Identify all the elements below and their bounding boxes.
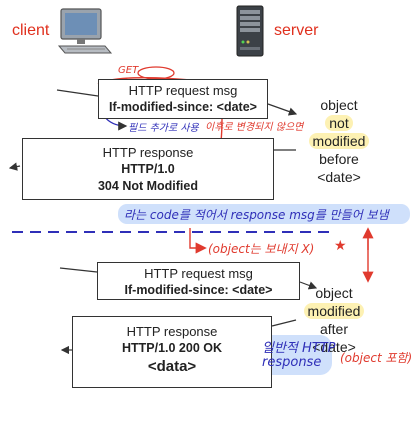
request-line-2: HTTP request msg [144,266,253,281]
client-computer-icon [57,8,113,54]
response-title-2: HTTP response [126,324,218,339]
response-title-1: HTTP response [102,145,194,160]
annotation-field-added: 필드 추가로 사용 [128,123,199,134]
side-text-top: object not modified before <date> [297,96,381,186]
annotation-normal-line2: response [262,355,322,370]
annotation-get: GET [118,65,139,76]
data-payload: <data> [147,358,197,375]
status-304: 304 Not Modified [97,179,198,193]
if-modified-since-2: If-modified-since: <date> [124,283,273,297]
if-modified-since-1: If-modified-since: <date> [109,100,257,114]
client-label: client [12,22,50,39]
side-text-bottom: object modified after <date> [292,284,376,356]
side-bottom-2: after [319,321,348,337]
side-top-0: object [320,97,358,113]
highlight-normal-response [256,335,332,375]
side-bottom-1: modified [303,303,365,319]
highlight-code-response [118,204,410,224]
side-bottom-3: <date> [312,339,356,355]
annotation-not-changed: 이후로 변경되지 않으면 [205,122,304,133]
response-box-1: HTTP response HTTP/1.0 304 Not Modified [22,138,274,200]
annotation-no-object: (object는 보내지 X) [208,242,315,256]
side-top-4: <date> [317,169,361,185]
side-top-3: before [319,151,359,167]
server-icon [236,5,264,57]
side-top-2: modified [308,133,370,149]
status-200: HTTP/1.0 200 OK [121,341,223,355]
request-line-1: HTTP request msg [128,83,238,98]
star-icon: ★ [334,238,347,254]
side-bottom-0: object [315,285,353,301]
server-label: server [274,22,319,39]
annotation-code-response: 라는 code를 적어서 response msg를 만들어 보냄 [124,208,389,222]
request-box-1: HTTP request msg If-modified-since: <dat… [98,79,268,119]
side-top-1: not [325,115,353,131]
request-box-2: HTTP request msg If-modified-since: <dat… [97,262,300,300]
response-box-2: HTTP response HTTP/1.0 200 OK <data> [72,316,272,388]
annotation-object-included: (object 포함) [340,351,413,365]
annotation-normal-line1: 일반적 HTTP [262,341,336,356]
http-version-1: HTTP/1.0 [121,162,175,176]
